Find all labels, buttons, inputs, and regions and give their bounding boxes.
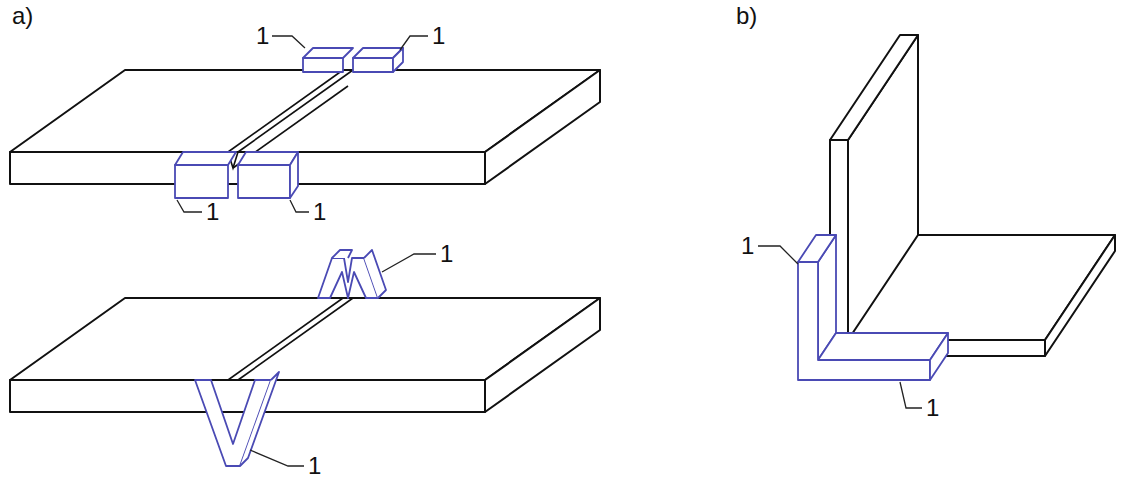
drawing-part — [228, 70, 343, 152]
drawing-part — [238, 298, 353, 380]
drawing-part — [382, 254, 436, 272]
callout-number: 1 — [308, 452, 321, 480]
drawing-part — [303, 58, 343, 72]
drawing-part — [233, 86, 348, 168]
l-tab — [798, 235, 948, 380]
v-tab — [195, 250, 386, 466]
drawing-part — [393, 48, 403, 72]
drawing-part — [290, 200, 309, 212]
drawing-part — [238, 165, 290, 198]
drawing-part — [830, 35, 918, 140]
drawing-part — [798, 235, 836, 262]
butt-plate — [10, 298, 600, 412]
leader-line — [177, 36, 922, 466]
figure-label: a) — [12, 2, 33, 30]
drawing-part — [240, 372, 279, 466]
butt-plate — [10, 70, 600, 184]
callout-number: 1 — [926, 394, 939, 422]
drawing-part — [900, 382, 922, 408]
drawing-part — [353, 58, 393, 72]
drawing-part — [238, 152, 298, 165]
drawing-part — [364, 250, 386, 298]
drawing-part — [485, 70, 600, 184]
drawing-part — [758, 246, 798, 264]
drawing-part — [303, 48, 353, 58]
drawing-part — [290, 152, 298, 198]
drawing-part — [175, 152, 236, 165]
callout-number: 1 — [741, 232, 754, 260]
drawing-part — [177, 200, 202, 212]
callout-number: 1 — [432, 22, 445, 50]
run-off-tab — [175, 48, 403, 198]
figure-label: b) — [736, 2, 757, 30]
callout-number: 1 — [206, 198, 219, 226]
drawing-part — [175, 165, 228, 198]
weld-groove — [228, 298, 353, 380]
drawing-part — [798, 262, 930, 380]
drawing-part — [485, 298, 600, 412]
drawing-part — [228, 298, 343, 380]
t-joint-plate — [830, 35, 1115, 356]
drawing-part — [400, 36, 428, 50]
callout-number: 1 — [313, 198, 326, 226]
drawing-part — [1045, 235, 1115, 356]
drawing-part — [332, 250, 352, 258]
drawing-part — [930, 333, 948, 380]
weld-groove — [228, 70, 353, 168]
drawing-part — [818, 333, 948, 360]
drawing-part — [272, 36, 305, 48]
drawing-part — [238, 70, 353, 152]
callout-number: 1 — [440, 240, 453, 268]
drawing-part — [250, 450, 304, 466]
callout-number: 1 — [256, 22, 269, 50]
